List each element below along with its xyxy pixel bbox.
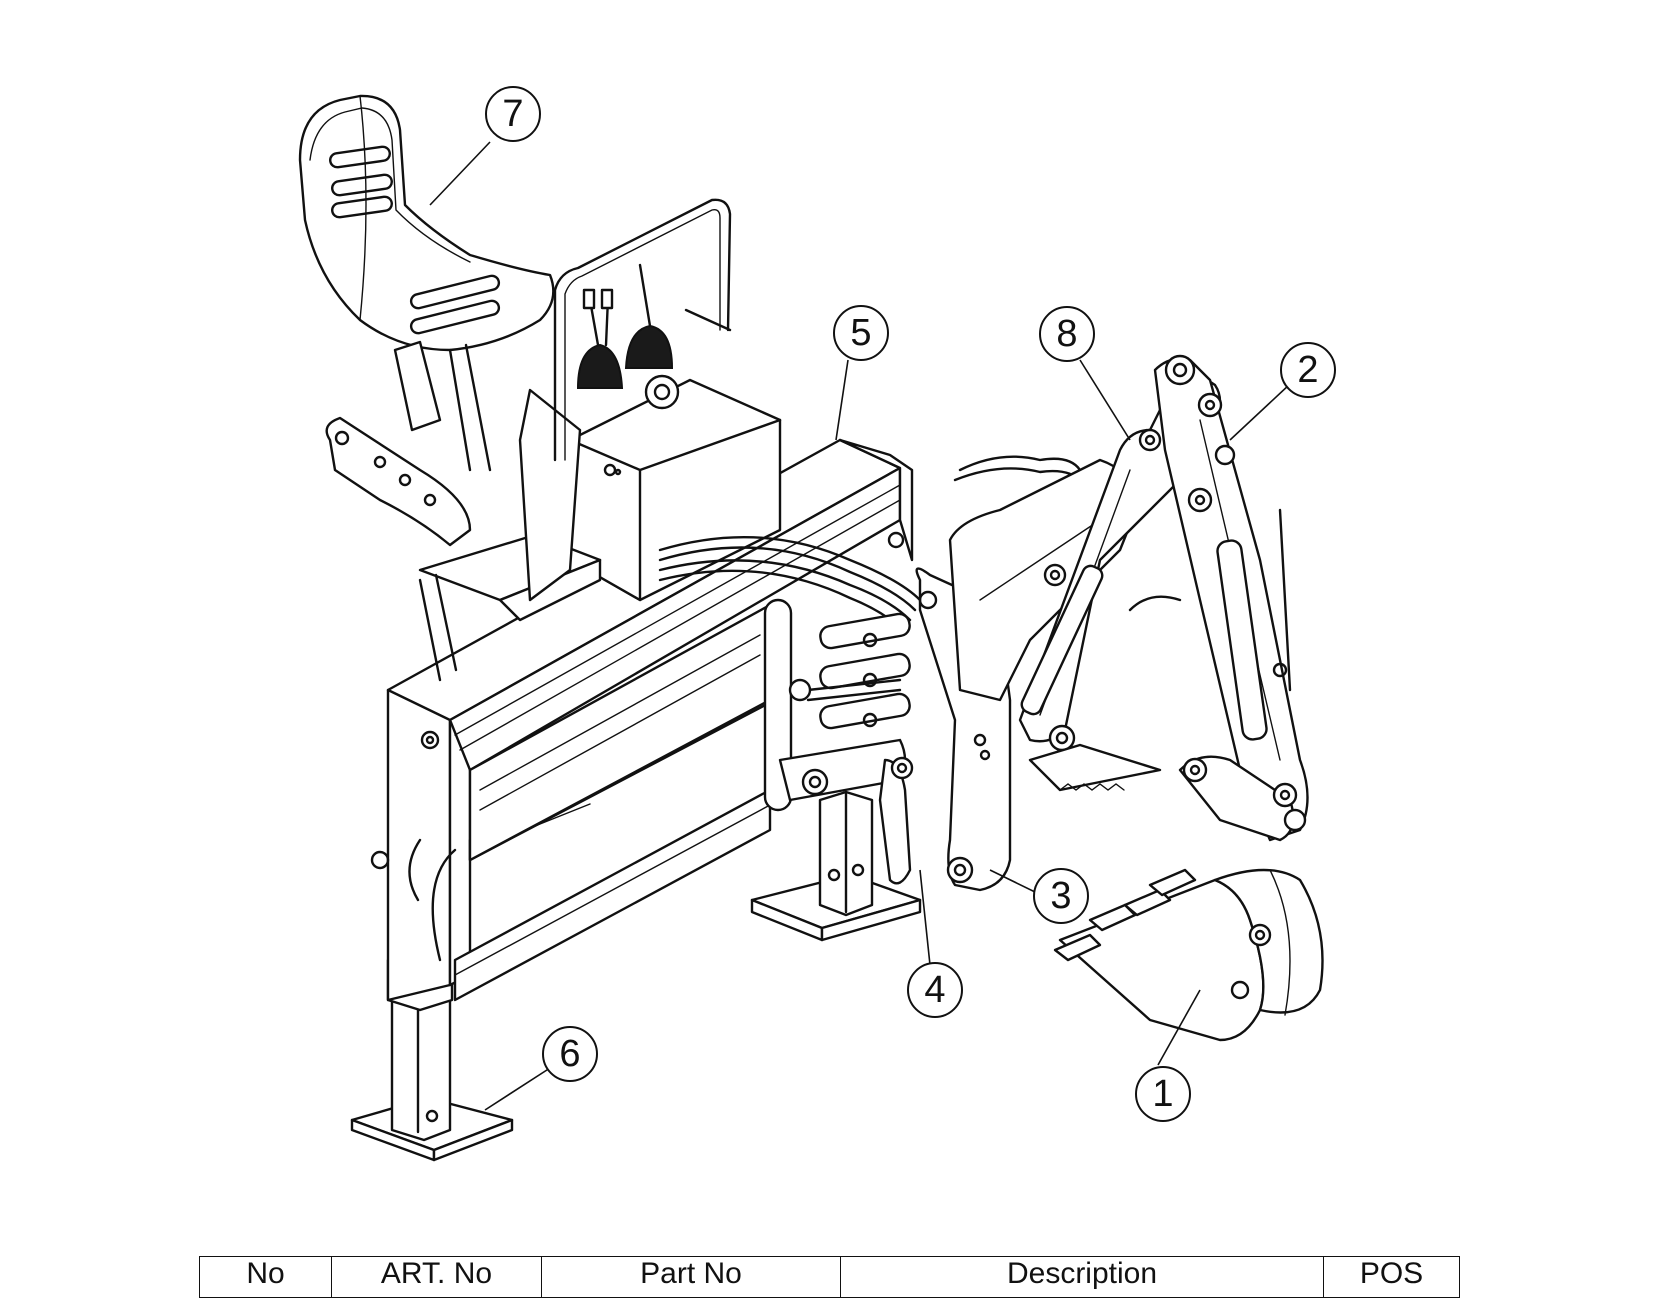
col-header-description: Description <box>840 1256 1324 1298</box>
svg-text:3: 3 <box>1050 875 1071 917</box>
col-header-pos: POS <box>1323 1256 1460 1298</box>
callout-7: 7 <box>485 86 541 142</box>
callout-3: 3 <box>1033 868 1089 924</box>
parts-table-header-row: No ART. No Part No Description POS <box>199 1256 1460 1298</box>
col-header-part-no: Part No <box>541 1256 841 1298</box>
swing-cylinders <box>763 598 914 885</box>
bucket <box>1053 868 1324 1042</box>
right-stabilizer-leg <box>750 790 922 942</box>
callout-8: 8 <box>1039 306 1095 362</box>
svg-text:1: 1 <box>1152 1073 1173 1115</box>
bucket-linkage <box>1028 743 1307 842</box>
operator-seat <box>298 94 555 472</box>
svg-text:2: 2 <box>1297 349 1318 391</box>
svg-text:7: 7 <box>502 93 523 135</box>
svg-text:6: 6 <box>559 1033 580 1075</box>
callout-6: 6 <box>542 1026 598 1082</box>
svg-text:5: 5 <box>850 312 871 354</box>
callout-4: 4 <box>907 962 963 1018</box>
callout-5: 5 <box>833 305 889 361</box>
col-header-no: No <box>199 1256 332 1298</box>
col-header-art-no: ART. No <box>331 1256 542 1298</box>
svg-text:8: 8 <box>1056 313 1077 355</box>
callout-leaders <box>429 141 1291 1111</box>
seat-bracket-arm <box>325 416 472 682</box>
svg-text:4: 4 <box>924 969 945 1011</box>
control-valve-box <box>418 198 782 622</box>
callout-2: 2 <box>1280 342 1336 398</box>
backhoe-assembly-drawing: 7 5 8 2 3 4 6 1 <box>298 86 1336 1162</box>
callout-1: 1 <box>1135 1066 1191 1122</box>
dipper-arm <box>1128 354 1309 842</box>
parts-table: No ART. No Part No Description POS <box>199 1256 1460 1298</box>
